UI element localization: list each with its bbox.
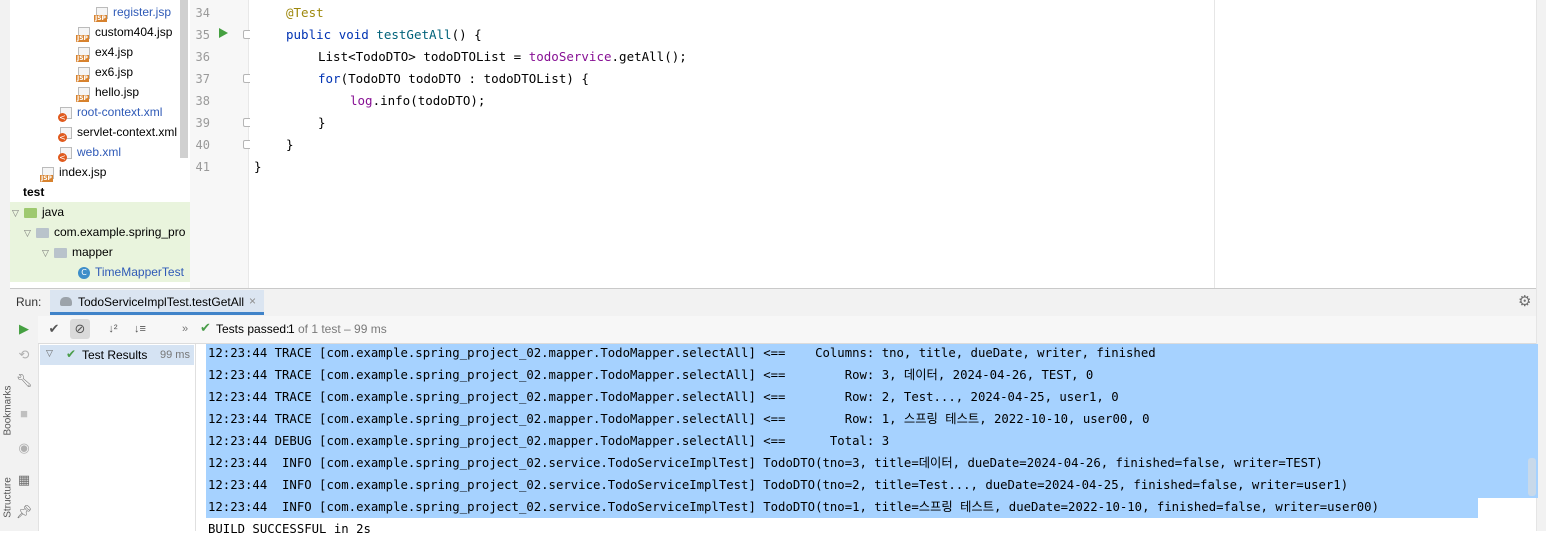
chevron-down-icon[interactable]: ▽	[12, 208, 19, 218]
tree-item-root-context-xml[interactable]: root-context.xml	[58, 102, 162, 122]
right-margin-guide	[1214, 0, 1215, 288]
code-line-41: }	[254, 159, 262, 174]
console-selection-last-line	[206, 498, 1478, 518]
console-line: BUILD SUCCESSFUL in 2s	[208, 522, 371, 536]
tree-item-web-xml[interactable]: web.xml	[58, 142, 121, 162]
tree-item-mapper[interactable]: ▽mapper	[10, 242, 190, 262]
sort-duration-icon[interactable]: ↓≡	[134, 323, 146, 335]
console-line: 12:23:44 TRACE [com.example.spring_proje…	[208, 346, 1156, 360]
folder-icon	[24, 207, 37, 218]
pin-icon[interactable]: 📌︎	[15, 504, 33, 519]
more-icon[interactable]: »	[181, 323, 189, 335]
chevron-down-icon[interactable]: ▽	[24, 228, 31, 238]
chevron-down-icon[interactable]: ▽	[46, 348, 53, 358]
run-tab-title: TodoServiceImplTest.testGetAll	[78, 295, 245, 309]
tree-item-index-jsp[interactable]: index.jsp	[40, 162, 106, 182]
console-line: 12:23:44 INFO [com.example.spring_projec…	[208, 478, 1349, 492]
jsp-file-icon	[76, 26, 90, 42]
close-icon[interactable]: ×	[249, 294, 257, 308]
jsp-file-icon	[94, 6, 108, 22]
sort-alpha-icon[interactable]: ↓²	[108, 323, 118, 335]
line-number: 35	[195, 28, 210, 42]
cancel-circle-icon[interactable]: ⊘	[74, 321, 86, 336]
layout-icon[interactable]: ▦	[17, 472, 31, 487]
stop-icon[interactable]: ■	[20, 406, 28, 421]
run-tab[interactable]	[50, 290, 264, 315]
tree-item-custom404-jsp[interactable]: custom404.jsp	[76, 22, 172, 42]
test-toolbar	[38, 316, 1536, 344]
code-line-34: @Test	[286, 5, 324, 20]
test-results-time: 99 ms	[160, 349, 190, 361]
console-selection	[206, 344, 1538, 498]
xml-file-icon	[58, 126, 72, 142]
console-line: 12:23:44 TRACE [com.example.spring_proje…	[208, 390, 1119, 404]
package-icon	[36, 227, 49, 238]
console-scrollbar[interactable]	[1528, 458, 1536, 496]
eye-icon[interactable]: ◉	[18, 440, 30, 455]
code-line-36: List<TodoDTO> todoDTOList = todoService.…	[318, 49, 687, 64]
show-passed-icon[interactable]: ✔	[48, 321, 60, 336]
side-tab-bookmarks[interactable]: Bookmarks	[2, 385, 14, 436]
tree-item-register-jsp[interactable]: register.jsp	[94, 2, 171, 22]
console-line: 12:23:44 DEBUG [com.example.spring_proje…	[208, 434, 890, 448]
code-editor[interactable]	[250, 0, 1214, 288]
rerun-icon[interactable]: ▶	[19, 321, 29, 336]
jsp-file-icon	[76, 46, 90, 62]
run-label: Run:	[16, 295, 42, 309]
test-results-tree	[39, 344, 196, 531]
test-run-icon	[60, 297, 72, 306]
code-line-37: for(TodoDTO todoDTO : todoDTOList) {	[318, 71, 589, 86]
check-icon: ✔	[200, 320, 211, 335]
test-results-row[interactable]	[40, 345, 194, 365]
tests-passed-detail: of 1 test – 99 ms	[298, 322, 387, 336]
run-panel-header	[10, 288, 1536, 317]
line-number: 36	[195, 50, 210, 64]
line-number: 38	[195, 94, 210, 108]
wrench-icon[interactable]: 🔧︎	[15, 373, 33, 388]
test-results-label: Test Results	[82, 348, 148, 362]
line-number: 40	[195, 138, 210, 152]
project-tree-scrollbar[interactable]	[180, 0, 188, 158]
tree-item-java[interactable]: ▽java	[10, 202, 190, 222]
xml-file-icon	[58, 146, 72, 162]
jsp-file-icon	[76, 66, 90, 82]
tree-item-hello-jsp[interactable]: hello.jsp	[76, 82, 139, 102]
run-side-toolbar	[10, 316, 39, 531]
package-icon	[54, 247, 67, 258]
side-tab-structure[interactable]: Structure	[2, 477, 14, 518]
editor-gutter	[190, 0, 249, 288]
tree-item-package[interactable]: ▽com.example.spring_pro	[10, 222, 190, 242]
show-ignored-toggle[interactable]	[70, 319, 90, 339]
chevron-down-icon[interactable]: ▽	[42, 248, 49, 258]
code-line-39: }	[318, 115, 326, 130]
class-icon: C	[78, 266, 90, 279]
tree-item-test[interactable]: test	[23, 185, 45, 199]
console-line: 12:23:44 INFO [com.example.spring_projec…	[208, 456, 1323, 470]
check-icon: ✔	[66, 347, 77, 361]
tree-item-servlet-context-xml[interactable]: servlet-context.xml	[58, 122, 177, 142]
tests-passed-label: Tests passed:	[216, 322, 290, 336]
gear-icon[interactable]: ⚙	[1518, 293, 1532, 310]
line-number: 37	[195, 72, 210, 86]
right-tool-window-strip	[1536, 0, 1546, 531]
console-line: 12:23:44 TRACE [com.example.spring_proje…	[208, 412, 1150, 426]
code-line-35: public void testGetAll() {	[286, 27, 482, 42]
console-line: 12:23:44 INFO [com.example.spring_projec…	[208, 500, 1379, 514]
tests-passed-count: 1	[288, 322, 295, 336]
line-number: 39	[195, 116, 210, 130]
jsp-file-icon	[76, 86, 90, 102]
code-line-40: }	[286, 137, 294, 152]
line-number: 41	[195, 160, 210, 174]
tree-item-ex6-jsp[interactable]: ex6.jsp	[76, 62, 133, 82]
jsp-file-icon	[40, 166, 54, 182]
line-number: 34	[195, 6, 210, 20]
console-line: 12:23:44 TRACE [com.example.spring_proje…	[208, 368, 1094, 382]
rerun-failed-icon[interactable]: ⟲	[18, 347, 30, 362]
run-test-gutter-icon[interactable]	[219, 28, 228, 38]
code-line-38: log.info(todoDTO);	[350, 93, 486, 108]
xml-file-icon	[58, 106, 72, 122]
tree-item-ex4-jsp[interactable]: ex4.jsp	[76, 42, 133, 62]
